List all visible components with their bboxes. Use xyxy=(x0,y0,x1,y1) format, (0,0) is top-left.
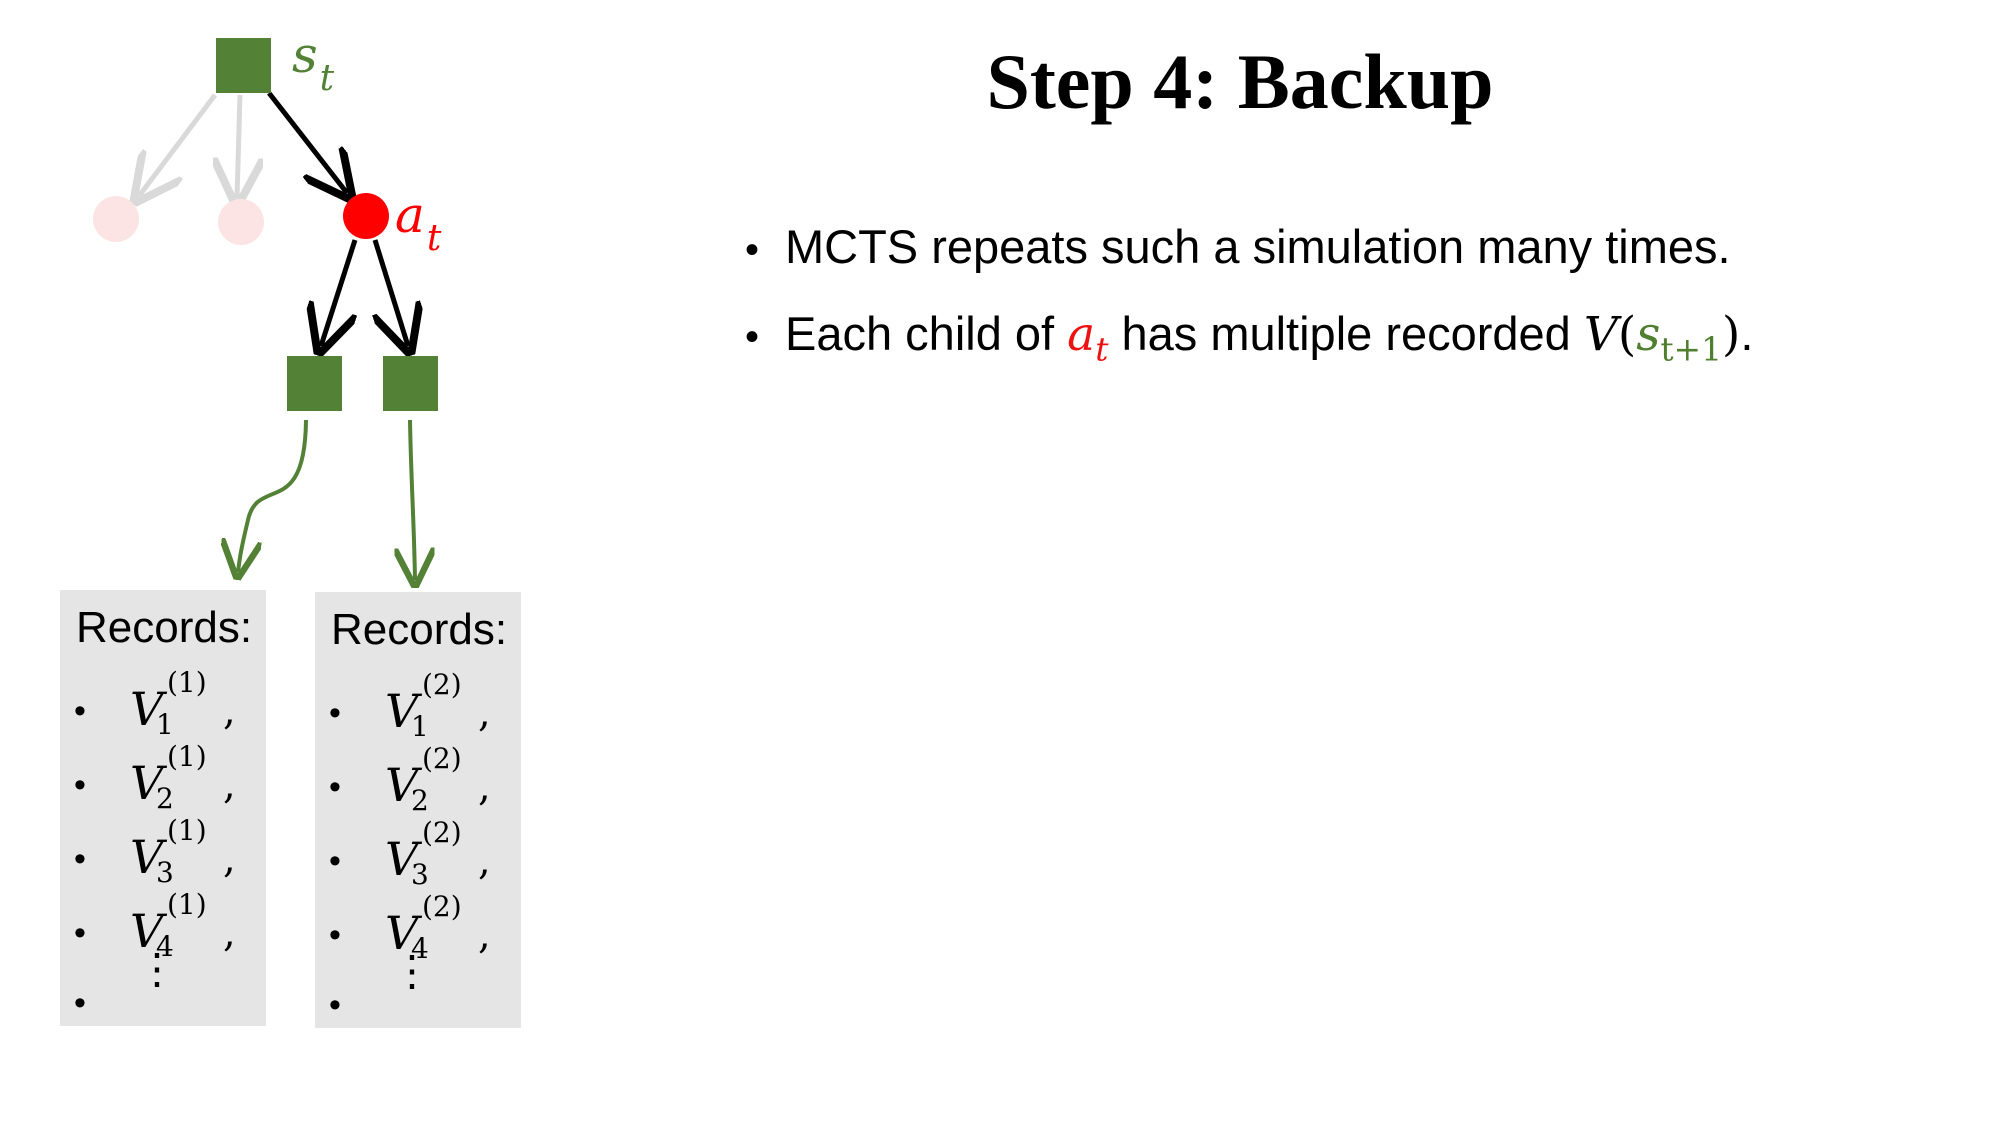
bullet-item: • Each child of at has multiple recorded… xyxy=(745,292,1975,392)
edge-action-to-child-2 xyxy=(375,239,408,346)
edge-root-to-action xyxy=(267,91,347,193)
child-state-node-1 xyxy=(287,356,342,411)
record-item-more: • ⋮ xyxy=(74,944,264,1032)
records-header: Records: xyxy=(76,603,253,652)
faded-edge-left xyxy=(139,93,217,196)
bullet-text-middle: has multiple recorded xyxy=(1108,307,1584,360)
faded-edge-middle xyxy=(237,94,240,198)
record-bullet: • xyxy=(329,986,341,1024)
simulation-arrow-2 xyxy=(410,419,415,580)
mcts-tree-diagram: st at xyxy=(93,26,442,1125)
edge-action-to-child-1 xyxy=(321,239,358,346)
faded-action-node-1 xyxy=(93,196,139,242)
value-function: V xyxy=(1583,307,1618,362)
simulation-arrow-1 xyxy=(238,419,308,572)
record-bullet: • xyxy=(329,916,341,954)
record-item-more: • ⋮ xyxy=(329,946,519,1034)
bullet-text-prefix: Each child of xyxy=(785,307,1068,360)
faded-action-node-2 xyxy=(218,199,264,245)
action-label: at xyxy=(395,186,442,259)
bullet-text-suffix: . xyxy=(1740,307,1754,360)
bullet-item: • MCTS repeats such a simulation many ti… xyxy=(745,205,1975,292)
record-bullet: • xyxy=(329,694,341,732)
action-var: at xyxy=(1067,307,1109,369)
vertical-ellipsis: ⋮ xyxy=(391,946,433,995)
bullet-list: • MCTS repeats such a simulation many ti… xyxy=(745,205,1975,392)
record-bullet: • xyxy=(74,692,86,730)
record-bullet: • xyxy=(74,914,86,952)
record-bullet: • xyxy=(74,840,86,878)
records-header: Records: xyxy=(331,605,508,654)
record-bullet: • xyxy=(74,984,86,1022)
root-state-label: st xyxy=(292,26,335,99)
open-paren: ( xyxy=(1617,307,1637,362)
slide-title: Step 4: Backup xyxy=(986,38,1494,125)
root-state-node xyxy=(216,38,271,93)
close-paren: ) xyxy=(1722,307,1741,362)
record-bullet: • xyxy=(74,766,86,804)
record-bullet: • xyxy=(329,768,341,806)
child-state-node-2 xyxy=(383,356,438,411)
action-node xyxy=(343,193,389,239)
bullet-dot: • xyxy=(745,315,760,359)
vertical-ellipsis: ⋮ xyxy=(136,944,178,993)
bullet-text: MCTS repeats such a simulation many time… xyxy=(785,220,1731,273)
bullet-dot: • xyxy=(745,228,760,272)
next-state-var: st+1 xyxy=(1636,307,1723,369)
record-bullet: • xyxy=(329,842,341,880)
